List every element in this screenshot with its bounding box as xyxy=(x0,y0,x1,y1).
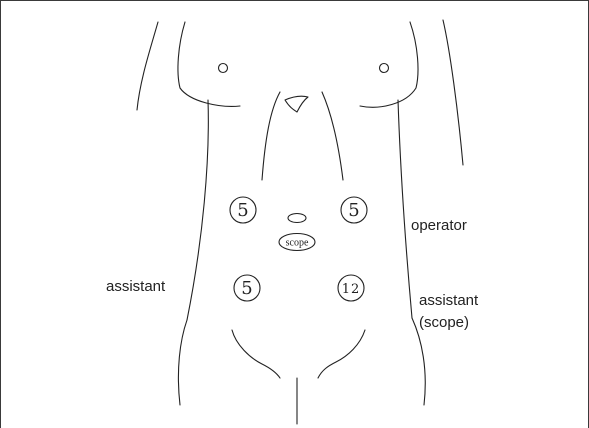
operator-label: operator xyxy=(411,217,467,234)
left-nipple-icon xyxy=(219,64,228,73)
right-rib-margin xyxy=(322,92,343,180)
right-nipple-icon xyxy=(380,64,389,73)
right-hip xyxy=(412,318,425,405)
port-scope-label: scope xyxy=(286,238,309,249)
right-groin xyxy=(318,330,365,378)
left-hip xyxy=(178,320,187,405)
left-groin xyxy=(232,330,280,378)
left-arm-outer xyxy=(137,22,158,110)
xiphoid xyxy=(285,96,308,112)
right-arm-outer xyxy=(443,20,463,165)
port-scope: scope xyxy=(279,234,315,251)
assistant-scope-label-line1: assistant xyxy=(419,292,479,309)
right-shoulder xyxy=(360,22,418,107)
port-lower-left: 5 xyxy=(234,275,260,301)
left-flank xyxy=(187,100,208,320)
port-lower-right: 12 xyxy=(338,275,364,301)
left-rib-margin xyxy=(262,92,280,180)
assistant-left-label: assistant xyxy=(106,278,166,295)
port-upper-right: 5 xyxy=(341,197,367,223)
port-upper-left-label: 5 xyxy=(237,200,248,221)
port-upper-right-label: 5 xyxy=(348,200,359,221)
right-flank xyxy=(398,100,412,318)
port-lower-left-label: 5 xyxy=(241,278,252,299)
left-shoulder xyxy=(178,22,240,106)
umbilicus-icon xyxy=(288,214,306,223)
port-lower-right-label: 12 xyxy=(342,282,361,297)
port-upper-left: 5 xyxy=(230,197,256,223)
assistant-scope-label-line2: (scope) xyxy=(419,314,469,331)
